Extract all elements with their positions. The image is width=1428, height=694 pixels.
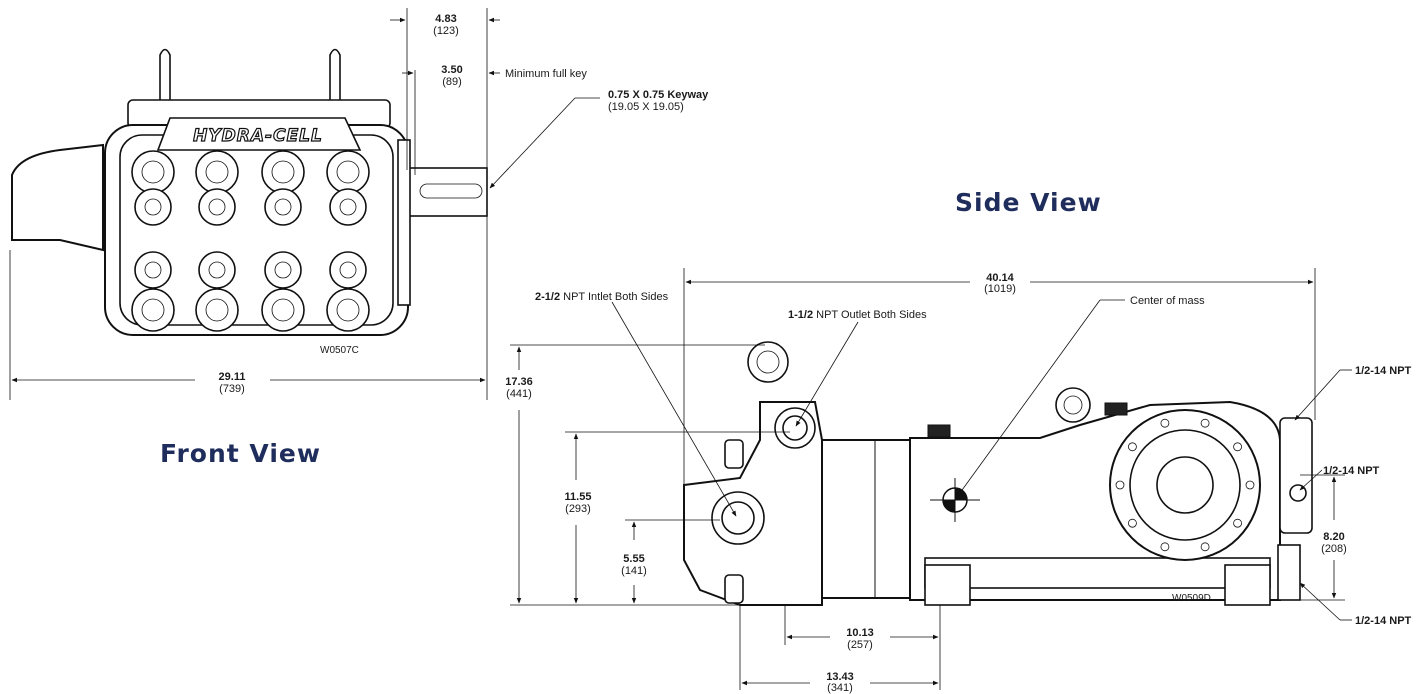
port-bore bbox=[274, 261, 292, 279]
side-h3-mm: (141) bbox=[621, 565, 647, 577]
cover-bolt bbox=[1128, 442, 1137, 452]
port-boss bbox=[326, 288, 370, 332]
side-b1-in: 10.13 bbox=[846, 627, 874, 639]
port-boss bbox=[198, 251, 236, 289]
port-boss bbox=[329, 188, 367, 226]
side-dimensions: 40.14 (1019) 17.36 (441) 11.55 (293) 5.5… bbox=[505, 272, 1347, 694]
port-boss bbox=[134, 251, 172, 289]
front-view-pump: HYDRA-CELL bbox=[11, 48, 488, 336]
brand-logo: HYDRA-CELL bbox=[193, 126, 323, 146]
port-bore bbox=[208, 261, 226, 279]
npt-bottom-label: 1/2-14 NPT bbox=[1355, 615, 1412, 627]
front-width-mm: (739) bbox=[219, 383, 245, 395]
cover-bolt bbox=[1245, 480, 1255, 490]
side-height-mm: (441) bbox=[506, 388, 532, 400]
front-key-in: 3.50 bbox=[441, 64, 462, 76]
side-callouts: 2-1/2 NPT Intlet Both Sides 1-1/2 NPT Ou… bbox=[535, 291, 1412, 627]
port-bore bbox=[336, 160, 360, 184]
port-boss bbox=[261, 288, 305, 332]
cover-bolt bbox=[1115, 480, 1125, 490]
port-boss bbox=[134, 188, 172, 226]
side-height-in: 17.36 bbox=[505, 376, 533, 388]
side-view-pump bbox=[683, 341, 1313, 606]
front-key-note: Minimum full key bbox=[505, 68, 587, 80]
port-bore bbox=[271, 298, 295, 322]
front-keyway-in: 0.75 X 0.75 Keyway bbox=[608, 89, 709, 101]
front-view-title: Front View bbox=[160, 439, 321, 468]
npt-mid-label: 1/2-14 NPT bbox=[1323, 465, 1380, 477]
port-boss bbox=[326, 150, 370, 194]
front-keyway-mm: (19.05 X 19.05) bbox=[608, 101, 684, 113]
port-boss bbox=[264, 188, 302, 226]
cover-bolt bbox=[1128, 518, 1137, 528]
cover-bolt bbox=[1200, 542, 1210, 552]
npt-top-label: 1/2-14 NPT bbox=[1355, 365, 1412, 377]
side-h2-mm: (293) bbox=[565, 503, 591, 515]
side-h4-mm: (208) bbox=[1321, 543, 1347, 555]
port-bore bbox=[205, 298, 229, 322]
side-extension-lines bbox=[510, 268, 1345, 690]
side-b2-in: 13.43 bbox=[826, 671, 854, 683]
side-length-in: 40.14 bbox=[986, 272, 1014, 284]
cover-bolt bbox=[1233, 518, 1242, 528]
outlet-callout: 1-1/2 NPT Outlet Both Sides bbox=[788, 309, 927, 321]
port-boss bbox=[131, 288, 175, 332]
side-h2-in: 11.55 bbox=[565, 491, 592, 503]
side-h4-in: 8.20 bbox=[1323, 531, 1344, 543]
port-bore bbox=[339, 198, 357, 216]
port-bore bbox=[141, 298, 165, 322]
port-bore bbox=[141, 160, 165, 184]
side-b1-mm: (257) bbox=[847, 639, 873, 651]
port-boss bbox=[131, 150, 175, 194]
port-bore bbox=[339, 261, 357, 279]
front-key-mm: (89) bbox=[442, 76, 462, 88]
port-boss bbox=[195, 288, 239, 332]
front-dimensions: 4.83 (123) 3.50 (89) Minimum full key 0.… bbox=[9, 8, 709, 400]
port-bore bbox=[205, 160, 229, 184]
port-boss bbox=[198, 188, 236, 226]
front-overhang-in: 4.83 bbox=[435, 13, 456, 25]
front-width-in: 29.11 bbox=[219, 371, 246, 383]
port-bore bbox=[271, 160, 295, 184]
port-bore bbox=[274, 198, 292, 216]
port-boss bbox=[195, 150, 239, 194]
side-view-title: Side View bbox=[955, 188, 1102, 217]
port-bore bbox=[208, 198, 226, 216]
front-drawing-code: W0507C bbox=[320, 345, 359, 356]
cover-bolt bbox=[1160, 418, 1170, 428]
cover-bolt bbox=[1233, 442, 1242, 452]
cover-bolt bbox=[1160, 542, 1170, 552]
side-b2-mm: (341) bbox=[827, 682, 853, 694]
port-boss bbox=[264, 251, 302, 289]
front-overhang-mm: (123) bbox=[433, 25, 459, 37]
inlet-callout: 2-1/2 NPT Intlet Both Sides bbox=[535, 291, 669, 303]
port-boss bbox=[329, 251, 367, 289]
center-of-mass-label: Center of mass bbox=[1130, 295, 1205, 307]
port-bore bbox=[144, 198, 162, 216]
port-bore bbox=[336, 298, 360, 322]
side-drawing-code: W0509D bbox=[1172, 593, 1211, 604]
port-bore bbox=[144, 261, 162, 279]
port-boss bbox=[261, 150, 305, 194]
cover-bolt bbox=[1200, 418, 1210, 428]
side-length-mm: (1019) bbox=[984, 283, 1016, 295]
side-h3-in: 5.55 bbox=[623, 553, 644, 565]
